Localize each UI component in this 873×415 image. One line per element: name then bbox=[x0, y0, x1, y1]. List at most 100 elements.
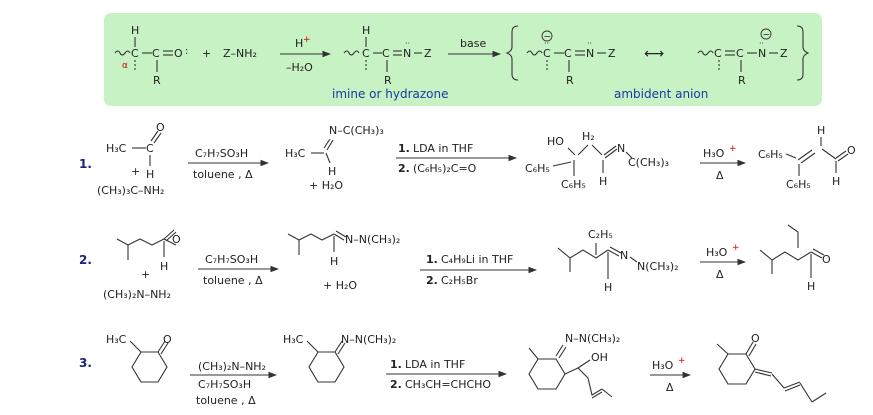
svg-text:N: N bbox=[586, 47, 594, 60]
azaenolate-form: C C − N ·· Z R bbox=[697, 28, 788, 87]
svg-text:H: H bbox=[832, 175, 840, 188]
svg-text:O: O bbox=[163, 333, 172, 346]
rxn1-adduct-ho: HO bbox=[547, 135, 564, 148]
svg-text:R: R bbox=[153, 74, 161, 87]
svg-text:H: H bbox=[807, 280, 815, 293]
reaction-3-number: 3. bbox=[79, 356, 92, 370]
svg-text:1.: 1. bbox=[398, 142, 410, 155]
rxn3-hydrazone-methyl: H₃C bbox=[283, 333, 304, 346]
svg-text:H: H bbox=[131, 24, 139, 37]
svg-text:−: − bbox=[763, 31, 771, 41]
header-acid: H bbox=[295, 37, 303, 50]
svg-text:C: C bbox=[362, 47, 370, 60]
svg-text:R: R bbox=[566, 74, 574, 87]
rxn1-step1: LDA in THF bbox=[413, 142, 473, 155]
rxn3-step2: CH₃CH=CHCHO bbox=[405, 378, 491, 391]
rxn2-cond-top: C₇H₇SO₃H bbox=[205, 253, 258, 266]
rxn1-adduct-h2: H₂ bbox=[582, 130, 595, 143]
rxn3-reagent-top: (CH₃)₂N–NH₂ bbox=[198, 360, 266, 373]
svg-text:Δ: Δ bbox=[716, 268, 724, 281]
svg-text:H: H bbox=[362, 24, 370, 37]
rxn3-hyd: H₃O bbox=[652, 359, 674, 372]
svg-text:··: ·· bbox=[405, 39, 410, 48]
svg-text:N: N bbox=[403, 47, 411, 60]
rxn3-cond-mid: C₇H₇SO₃H bbox=[198, 378, 251, 391]
svg-text:H: H bbox=[330, 255, 338, 268]
svg-text:Δ: Δ bbox=[666, 381, 674, 394]
resonance-arrow: ⟷ bbox=[644, 46, 664, 62]
rxn1-adduct-ph2: C₆H₅ bbox=[561, 178, 586, 191]
rxn1-step2: (C₆H₅)₂C=O bbox=[413, 162, 477, 175]
svg-text:N: N bbox=[758, 47, 766, 60]
rxn1-imine-methyl: H₃C bbox=[285, 147, 306, 160]
svg-text:1.: 1. bbox=[390, 358, 402, 371]
rxn1-water: + H₂O bbox=[309, 179, 343, 192]
imine-caption: imine or hydrazone bbox=[332, 87, 449, 101]
reaction-3: 3. H₃C O (CH₃)₂N–NH₂ C₇H₇SO₃H toluene , … bbox=[79, 332, 827, 407]
anion-caption: ambident anion bbox=[614, 87, 708, 101]
svg-text:1.: 1. bbox=[426, 253, 438, 266]
rxn2-hydrazone-sub: N–N(CH₃)₂ bbox=[345, 233, 400, 246]
rxn3-adduct-sub: N–N(CH₃)₂ bbox=[565, 332, 620, 345]
svg-text:Z: Z bbox=[608, 47, 616, 60]
rxn2-hydrazine: (CH₃)₂N–NH₂ bbox=[103, 288, 171, 301]
reaction-1-number: 1. bbox=[79, 157, 92, 171]
rxn1-methyl: H₃C bbox=[106, 142, 127, 155]
rxn2-ethyl: C₂H₅ bbox=[588, 228, 613, 241]
rxn3-methyl: H₃C bbox=[106, 333, 127, 346]
svg-text:C: C bbox=[543, 47, 551, 60]
svg-text:O: O bbox=[847, 144, 856, 157]
svg-text:C: C bbox=[736, 47, 744, 60]
right-bracket bbox=[796, 25, 810, 81]
rxn3-hydrazone-sub: N–N(CH₃)₂ bbox=[341, 333, 396, 346]
rxn2-step2: C₂H₅Br bbox=[441, 274, 478, 287]
svg-text:C: C bbox=[714, 47, 722, 60]
rxn1-hyd: H₃O bbox=[703, 147, 725, 160]
svg-text:C: C bbox=[131, 47, 139, 60]
left-bracket bbox=[505, 25, 519, 81]
rxn2-cond-bottom: toluene , Δ bbox=[203, 274, 263, 287]
svg-text:R: R bbox=[738, 74, 746, 87]
svg-text:H: H bbox=[328, 165, 336, 178]
svg-text:C: C bbox=[146, 142, 154, 155]
svg-text:2.: 2. bbox=[398, 162, 410, 175]
svg-text:··: ·· bbox=[587, 39, 592, 48]
base-label: base bbox=[460, 37, 486, 50]
rxn3-oh: OH bbox=[591, 351, 608, 364]
header-reagent: Z–NH₂ bbox=[223, 47, 257, 60]
rxn1-adduct-ph1: C₆H₅ bbox=[525, 162, 550, 175]
svg-text:··: ·· bbox=[544, 39, 549, 48]
svg-text:O: O bbox=[822, 253, 831, 266]
mechanism-header: H C C O : R α + Z–NH₂ H + –H₂O H C bbox=[104, 13, 822, 106]
svg-text:2.: 2. bbox=[426, 274, 438, 287]
svg-text:N: N bbox=[620, 249, 628, 262]
rxn1-prod-ph2: C₆H₅ bbox=[786, 178, 811, 191]
header-panel bbox=[104, 13, 822, 106]
alpha-label: α bbox=[122, 61, 128, 71]
svg-text:O: O bbox=[174, 47, 183, 60]
svg-text:··: ·· bbox=[759, 39, 764, 48]
rxn2-plus: + bbox=[141, 268, 150, 281]
svg-text:N: N bbox=[617, 142, 625, 155]
svg-text:Z: Z bbox=[424, 47, 432, 60]
rxn1-prod-ph1: C₆H₅ bbox=[758, 148, 783, 161]
rxn1-cond-bottom: toluene , Δ bbox=[193, 168, 253, 181]
reaction-2-number: 2. bbox=[79, 253, 92, 267]
header-water-loss: –H₂O bbox=[286, 61, 313, 74]
rxn2-water: + H₂O bbox=[323, 279, 357, 292]
wavy-bond bbox=[114, 50, 131, 56]
rxn1-imine-sub: N–C(CH₃)₃ bbox=[329, 124, 384, 137]
carbonyl-compound: H C C O : R α bbox=[114, 24, 188, 87]
rxn1-amine: (CH₃)₃C–NH₂ bbox=[97, 184, 164, 197]
rxn2-nme2: N(CH₃)₂ bbox=[637, 260, 679, 273]
carbanion-form: − C ·· C N ·· Z R bbox=[526, 30, 616, 87]
svg-text:H: H bbox=[146, 168, 154, 181]
svg-text:+: + bbox=[678, 356, 686, 366]
svg-text:C: C bbox=[382, 47, 390, 60]
svg-text:R: R bbox=[384, 74, 392, 87]
svg-text:Z: Z bbox=[780, 47, 788, 60]
svg-text:O: O bbox=[172, 233, 181, 246]
rxn2-hyd: H₃O bbox=[706, 246, 728, 259]
svg-text:O: O bbox=[751, 332, 760, 345]
